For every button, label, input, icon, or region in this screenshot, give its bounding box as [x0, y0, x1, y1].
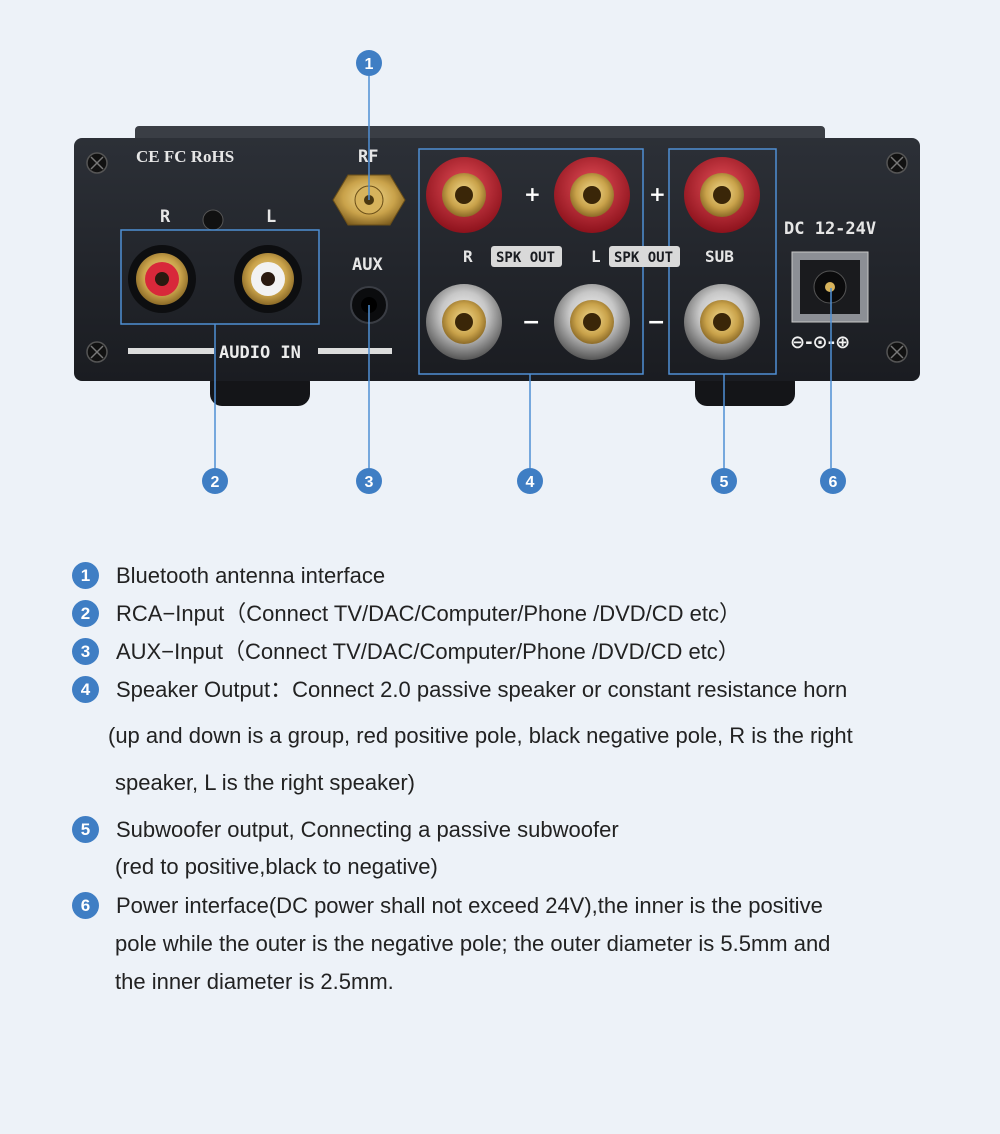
legend-item-6: 6 Power interface(DC power shall not exc…: [72, 892, 823, 919]
aux-label: AUX: [352, 255, 383, 275]
legend-number-4: 4: [72, 676, 99, 703]
plus-sign-2: +: [649, 182, 666, 206]
amplifier-rear-panel: CE FC RoHS R L AUDIO IN RF AUX: [74, 50, 920, 494]
legend-text-5: Subwoofer output, Connecting a passive s…: [116, 817, 619, 842]
legend-text-6-line-2: pole while the outer is the negative pol…: [115, 931, 831, 956]
speaker-l-positive-terminal: [554, 157, 630, 233]
legend-item-5: 5 Subwoofer output, Connecting a passive…: [72, 816, 619, 843]
svg-text:5: 5: [720, 474, 729, 491]
callout-2: 2: [202, 468, 228, 494]
dc-polarity-symbol: ⊖-⊙-⊕: [790, 332, 850, 353]
spk-l-label: L: [591, 247, 601, 266]
rca-l-label: L: [266, 207, 276, 227]
legend-text-5-line-2: (red to positive,black to negative): [115, 854, 438, 879]
rca-right-jack: [128, 245, 196, 313]
legend-text-3: AUX−Input（Connect TV/DAC/Computer/Phone …: [116, 639, 740, 664]
rca-highlight-box: [120, 229, 320, 325]
audio-in-label: AUDIO IN: [219, 343, 301, 363]
speaker-r-negative-terminal: [426, 284, 502, 360]
legend-item-3: 3 AUX−Input（Connect TV/DAC/Computer/Phon…: [72, 638, 740, 665]
plus-sign-1: +: [524, 182, 541, 206]
legend-text-2: RCA−Input（Connect TV/DAC/Computer/Phone …: [116, 601, 742, 626]
legend-text-4: Speaker Output：Connect 2.0 passive speak…: [116, 677, 848, 702]
spk-out-label-l: SPK OUT: [614, 250, 673, 266]
legend-number-5: 5: [72, 816, 99, 843]
callout-5: 5: [711, 468, 737, 494]
svg-text:3: 3: [365, 474, 374, 491]
svg-text:1: 1: [365, 56, 374, 73]
legend-item-4: 4 Speaker Output：Connect 2.0 passive spe…: [72, 676, 847, 703]
spk-r-label: R: [463, 247, 473, 266]
sub-negative-terminal: [684, 284, 760, 360]
speaker-r-positive-terminal: [426, 157, 502, 233]
legend-text-6: Power interface(DC power shall not excee…: [116, 893, 823, 918]
dc-label: DC 12-24V: [784, 219, 876, 239]
legend-text-4-line-3: speaker, L is the right speaker): [115, 770, 416, 795]
cert-marks: CE FC RoHS: [136, 147, 234, 166]
spk-out-label-r: SPK OUT: [496, 250, 555, 266]
callout-1: 1: [356, 50, 382, 76]
legend-item-1: 1 Bluetooth antenna interface: [72, 562, 385, 589]
callout-6: 6: [820, 468, 846, 494]
sub-label: SUB: [705, 247, 734, 266]
callout-4: 4: [517, 468, 543, 494]
callout-lines: [214, 76, 832, 468]
svg-text:2: 2: [211, 474, 220, 491]
svg-text:6: 6: [829, 474, 838, 491]
legend-item-2: 2 RCA−Input（Connect TV/DAC/Computer/Phon…: [72, 600, 741, 627]
svg-text:4: 4: [526, 474, 535, 491]
minus-sign-2: −: [647, 310, 665, 335]
legend-number-6: 6: [72, 892, 99, 919]
legend-number-1: 1: [72, 562, 99, 589]
rca-r-label: R: [160, 207, 171, 227]
legend-text-1: Bluetooth antenna interface: [116, 563, 386, 588]
minus-sign-1: −: [522, 310, 540, 335]
callout-3: 3: [356, 468, 382, 494]
legend-text-6-line-3: the inner diameter is 2.5mm.: [115, 969, 394, 994]
sub-positive-terminal: [684, 157, 760, 233]
legend-text-4-line-2: (up and down is a group, red positive po…: [108, 723, 853, 748]
legend-number-3: 3: [72, 638, 99, 665]
legend-number-2: 2: [72, 600, 99, 627]
dc-power-jack: [791, 251, 869, 323]
speaker-l-negative-terminal: [554, 284, 630, 360]
rf-label: RF: [358, 147, 378, 167]
rca-left-jack: [234, 245, 302, 313]
